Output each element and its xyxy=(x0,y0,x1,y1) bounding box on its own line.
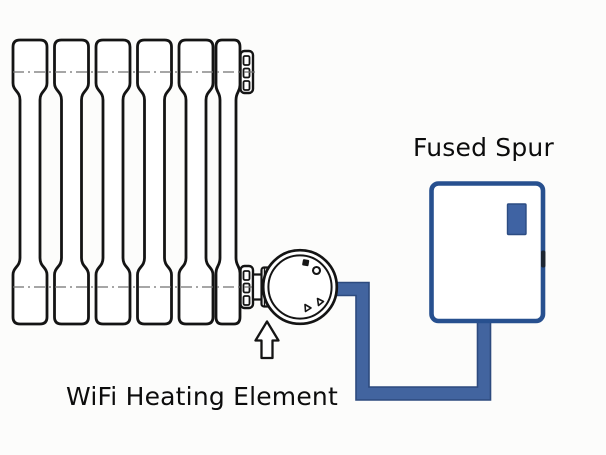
radiator-column xyxy=(11,38,49,326)
arrow-triangle-icon xyxy=(304,303,312,313)
up-arrow-icon xyxy=(254,320,280,360)
element-inner-ring xyxy=(267,254,333,320)
fused-spur-box xyxy=(429,181,546,324)
box-edge-mark xyxy=(541,250,546,268)
fuse-switch-block xyxy=(506,203,527,236)
fused-spur-label: Fused Spur xyxy=(413,133,554,162)
cable-core xyxy=(334,283,490,400)
radiator-end-column xyxy=(214,38,242,326)
display-square-icon xyxy=(302,259,310,267)
radiator-column xyxy=(177,38,215,326)
radiator-drawing xyxy=(11,38,255,326)
power-cable xyxy=(334,281,492,401)
radiator-column xyxy=(53,38,90,326)
power-ring-icon xyxy=(311,265,322,276)
centerlines xyxy=(13,71,262,288)
arrow-triangle-icon xyxy=(316,297,325,307)
heating-element-head xyxy=(261,248,339,326)
radiator-column xyxy=(136,38,173,326)
radiator-column xyxy=(94,38,132,326)
wifi-heating-element-label: WiFi Heating Element xyxy=(66,382,338,411)
